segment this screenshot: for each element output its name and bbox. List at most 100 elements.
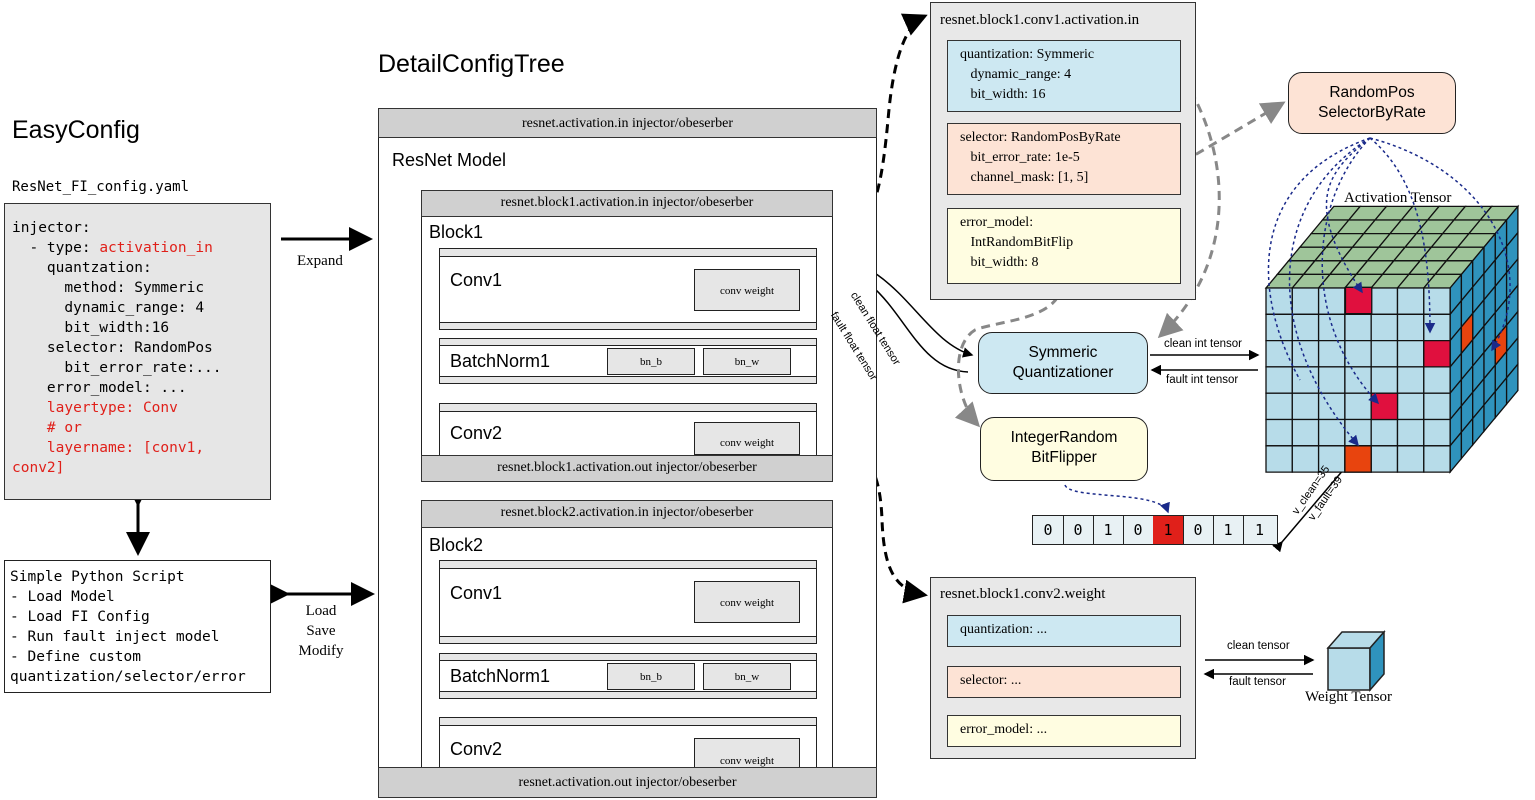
fault-cell — [1344, 445, 1372, 473]
block2-conv1-topbar — [439, 560, 817, 569]
fault-int-label: fault int tensor — [1166, 374, 1239, 386]
cube-front-cell — [1370, 339, 1399, 368]
block2-conv1-label: Conv1 — [450, 583, 503, 603]
block1-conv2-topbar — [439, 403, 817, 412]
bit-cell: 0 — [1123, 516, 1154, 544]
script-line: Simple Python Script — [10, 569, 185, 585]
cube-front-cell — [1265, 392, 1293, 421]
yaml-line: error_model: ... — [12, 380, 187, 396]
fault-cell — [1344, 286, 1373, 315]
block1-conv1-bottombar — [439, 322, 817, 330]
panel2-title: resnet.block1.conv2.weight — [940, 586, 1106, 602]
block1-activation-in-header[interactable]: resnet.block1.activation.in injector/obe… — [421, 190, 833, 217]
cube-front-cell — [1423, 366, 1451, 394]
block1-conv1-label: Conv1 — [450, 270, 503, 290]
panel1-error-model[interactable]: error_model: IntRandomBitFlip bit_width:… — [947, 208, 1181, 284]
cube-front-cell — [1265, 445, 1293, 473]
activation-tensor-cube — [1264, 204, 1520, 474]
block2-bn-topbar — [439, 653, 817, 661]
block2-bn-b[interactable]: bn_b — [607, 663, 695, 690]
cube-front-cell — [1396, 418, 1425, 447]
block1-activation-out-footer[interactable]: resnet.block1.activation.out injector/ob… — [421, 455, 833, 482]
cube-front-cell — [1423, 418, 1451, 447]
panel1-selector[interactable]: selector: RandomPosByRate bit_error_rate… — [947, 123, 1181, 195]
block2-conv1-weight[interactable]: conv weight — [694, 581, 800, 623]
cube-front-cell — [1291, 366, 1320, 394]
block2-conv2-topbar — [439, 717, 817, 726]
block1-bn-label: BatchNorm1 — [450, 351, 551, 371]
yaml-line: method: Symmeric — [12, 280, 205, 296]
bit-cell: 0 — [1063, 516, 1094, 544]
selector-pick-arrow-4 — [1369, 137, 1436, 334]
block2-conv2-weight[interactable]: conv weight — [694, 738, 800, 769]
cube-front-cell — [1291, 445, 1320, 473]
selector-pick-arrow-6 — [1267, 137, 1371, 381]
yaml-config-box[interactable]: injector: - type: activation_in quantzat… — [4, 203, 271, 500]
easyconfig-title: EasyConfig — [12, 116, 140, 144]
selector-pick-arrow-3 — [1288, 137, 1371, 447]
weight-tensor-label: Weight Tensor — [1305, 689, 1393, 705]
script-line: - Run fault inject model — [10, 629, 220, 645]
block2-conv2-label: Conv2 — [450, 739, 503, 759]
script-line: - Load Model — [10, 589, 115, 605]
block1-bn-topbar — [439, 338, 817, 346]
block2-label: Block2 — [429, 535, 484, 555]
cube-front-cell — [1265, 366, 1293, 394]
block2-conv1-bottombar — [439, 636, 817, 644]
cube-front-cell — [1396, 392, 1425, 421]
block1-conv1-weight[interactable]: conv weight — [694, 269, 800, 311]
block1-bn-b[interactable]: bn_b — [607, 348, 695, 375]
fault-tensor-label: fault tensor — [1229, 676, 1286, 688]
resnet-activation-in-header[interactable]: resnet.activation.in injector/obeserber — [378, 108, 877, 138]
selector-to-randompos-arrow — [1182, 101, 1286, 164]
conv2-to-panel-arrow — [802, 437, 928, 604]
cube-front-cell — [1265, 313, 1293, 342]
cube-front-cell — [1265, 418, 1293, 447]
block1-conv2-weight[interactable]: conv weight — [694, 422, 800, 455]
expand-label: Expand — [297, 253, 343, 269]
block1-conv1-topbar — [439, 248, 817, 257]
block2-bn-label: BatchNorm1 — [450, 666, 551, 686]
selector-pick-arrow-2 — [1321, 137, 1380, 405]
block2-activation-in-header[interactable]: resnet.block2.activation.in injector/obe… — [421, 500, 833, 528]
yaml-line: selector: RandomPos — [12, 340, 213, 356]
block1-conv2-label: Conv2 — [450, 423, 503, 443]
panel2-selector[interactable]: selector: ... — [947, 666, 1181, 698]
selector-pick-arrow-5 — [1369, 137, 1511, 352]
cube-front-cell — [1317, 392, 1346, 421]
block2-bn-w[interactable]: bn_w — [703, 663, 791, 690]
cube-front-cell — [1344, 392, 1372, 421]
bit-cell: 1 — [1213, 516, 1244, 544]
cube-front-cell — [1344, 366, 1372, 394]
block1-bn-w[interactable]: bn_w — [703, 348, 791, 375]
cube-front-cell — [1370, 445, 1399, 473]
cube-front-cell — [1396, 287, 1425, 315]
bits-cube-arrow — [1272, 461, 1351, 553]
yaml-line: bit_error_rate:... — [12, 360, 222, 376]
cube-front-cell — [1370, 313, 1399, 342]
yaml-line: conv2] — [12, 460, 65, 476]
cube-front-cell — [1317, 287, 1346, 315]
resnet-activation-out-footer[interactable]: resnet.activation.out injector/obeserber — [378, 767, 877, 798]
panel1-title: resnet.block1.conv1.activation.in — [940, 12, 1140, 28]
flipped-bit-cell: 1 — [1153, 516, 1184, 544]
panel1-quantization[interactable]: quantization: Symmeric dynamic_range: 4 … — [947, 40, 1181, 112]
yaml-line: # or — [12, 420, 82, 436]
panel2-quantization[interactable]: quantization: ... — [947, 615, 1181, 647]
cube-front-cell — [1423, 287, 1451, 315]
yaml-line: bit_width:16 — [12, 320, 170, 336]
selector-pick-arrow-1 — [1325, 137, 1371, 294]
panel2-error-model[interactable]: error_model: ... — [947, 715, 1181, 747]
clean-tensor-label: clean tensor — [1227, 640, 1290, 652]
python-script-box[interactable]: Simple Python Script - Load Model - Load… — [4, 560, 271, 693]
block1-bn-bottombar — [439, 376, 817, 384]
cube-front-cell — [1291, 339, 1320, 368]
cube-front-cell — [1396, 445, 1425, 473]
cube-front-cell — [1344, 313, 1372, 342]
cube-front-cell — [1317, 313, 1346, 342]
cube-front-cell — [1317, 339, 1346, 368]
